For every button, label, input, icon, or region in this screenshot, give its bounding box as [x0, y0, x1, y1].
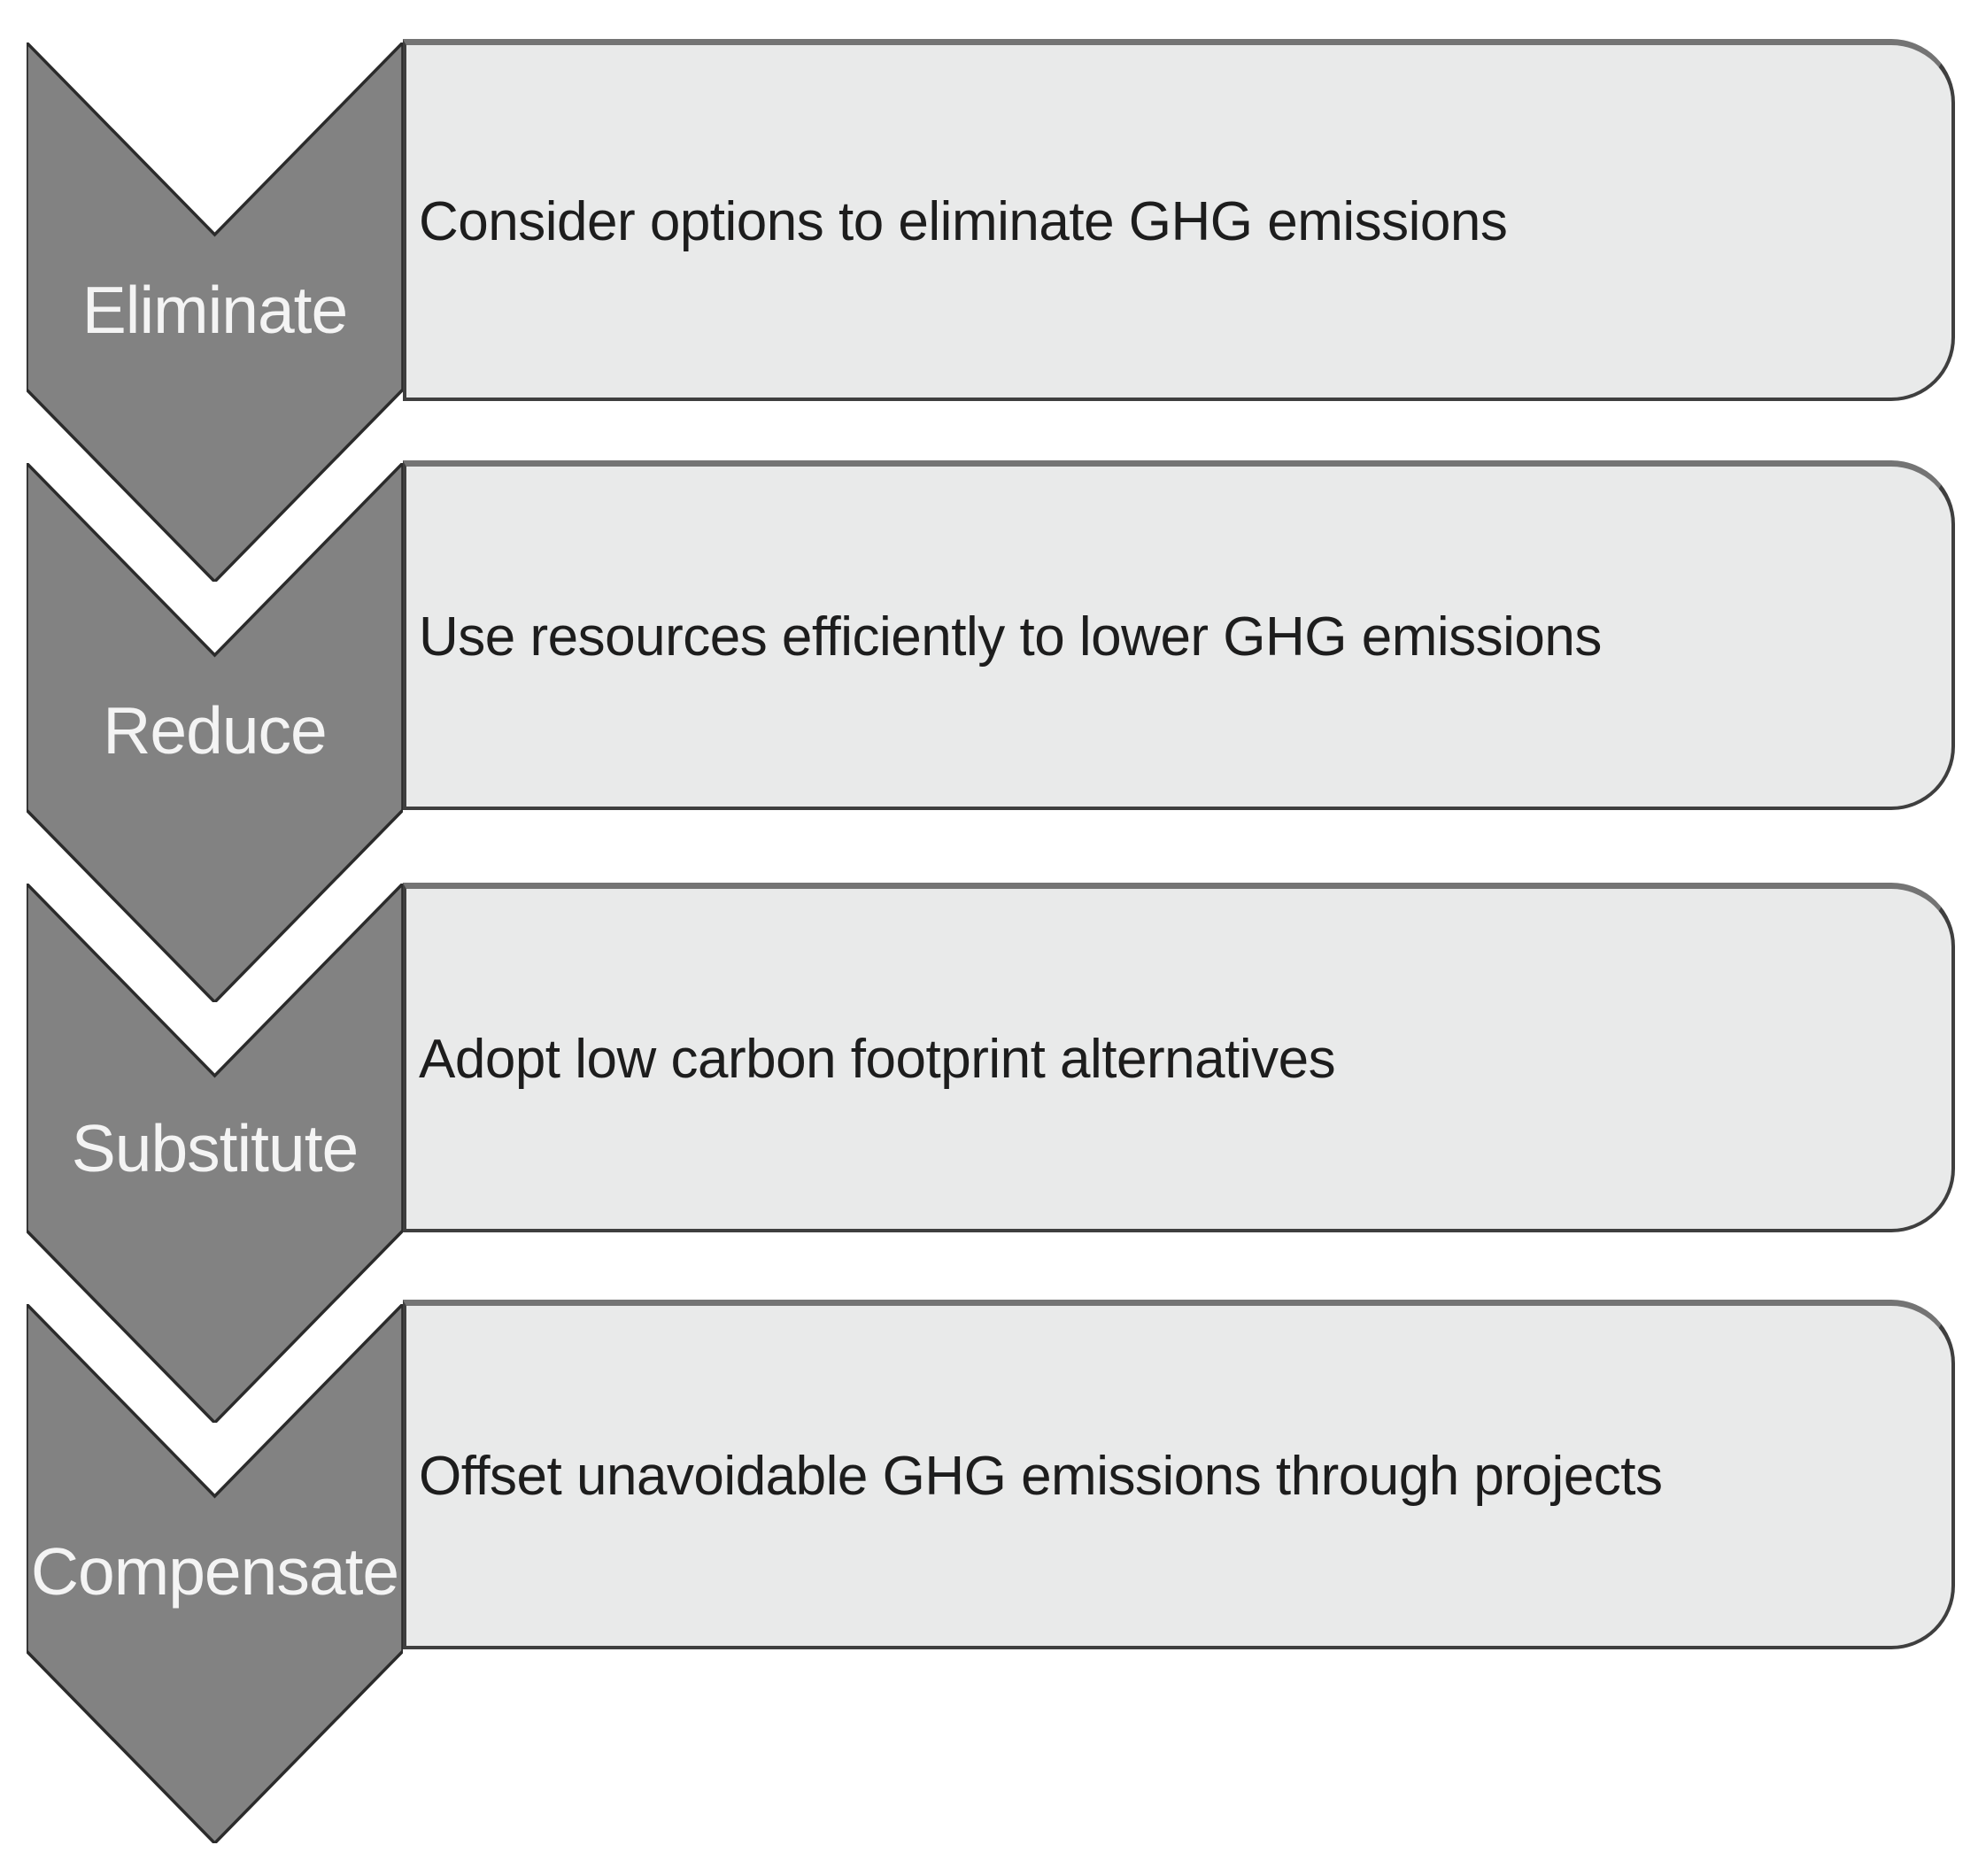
- step-label: Substitute: [71, 1111, 359, 1185]
- step-description-box: Use resources efficiently to lower GHG e…: [403, 460, 1955, 810]
- step-label: Compensate: [30, 1534, 399, 1609]
- step-description: Consider options to eliminate GHG emissi…: [419, 190, 1508, 252]
- step-description-box: Adopt low carbon footprint alternatives: [403, 883, 1955, 1232]
- step-description: Offset unavoidable GHG emissions through…: [419, 1445, 1663, 1507]
- chevron-down-icon: [27, 884, 403, 1423]
- step-description-box: Offset unavoidable GHG emissions through…: [403, 1300, 1955, 1649]
- step-description: Use resources efficiently to lower GHG e…: [419, 606, 1602, 668]
- step-label: Eliminate: [81, 273, 348, 347]
- step-description-box: Consider options to eliminate GHG emissi…: [403, 39, 1955, 401]
- chevron-down-icon: [27, 1304, 403, 1843]
- chevron-down-icon: [27, 42, 403, 582]
- chevron-down-icon: [27, 463, 403, 1002]
- step-description: Adopt low carbon footprint alternatives: [419, 1028, 1336, 1090]
- step-label: Reduce: [103, 693, 328, 768]
